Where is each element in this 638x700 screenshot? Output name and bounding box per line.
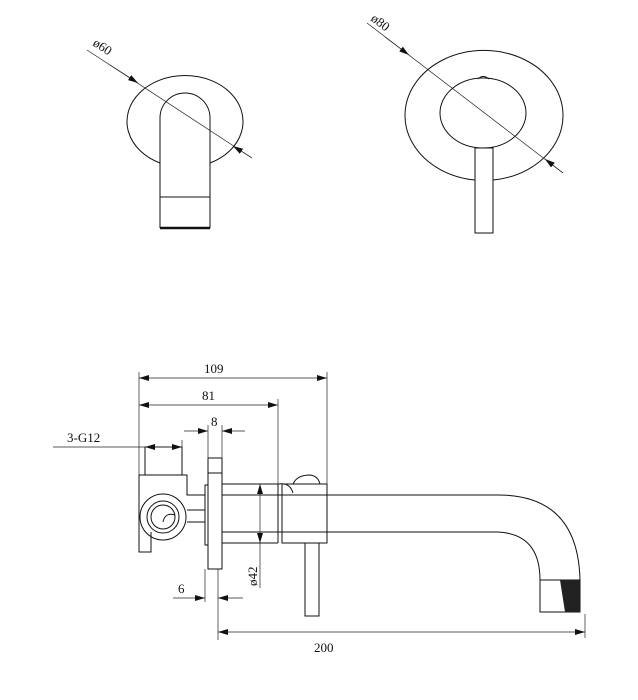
mixer-front-view: ø80 <box>366 10 564 234</box>
spout-front-view: ø60 <box>86 35 253 230</box>
pipe-diameter-label: ø42 <box>245 567 260 587</box>
side-view: 109 81 8 3-G12 ø42 6 200 <box>53 361 586 655</box>
spout-reach-label: 200 <box>314 640 334 655</box>
flange-thickness-label: 8 <box>211 414 218 429</box>
inlet-thread-label: 3-G12 <box>67 430 100 445</box>
plate-thickness-label: 6 <box>178 581 185 596</box>
mixer-plate-diameter-label: ø80 <box>368 10 393 34</box>
overall-depth-label: 109 <box>204 361 224 376</box>
lever-depth-label: 81 <box>202 388 215 403</box>
